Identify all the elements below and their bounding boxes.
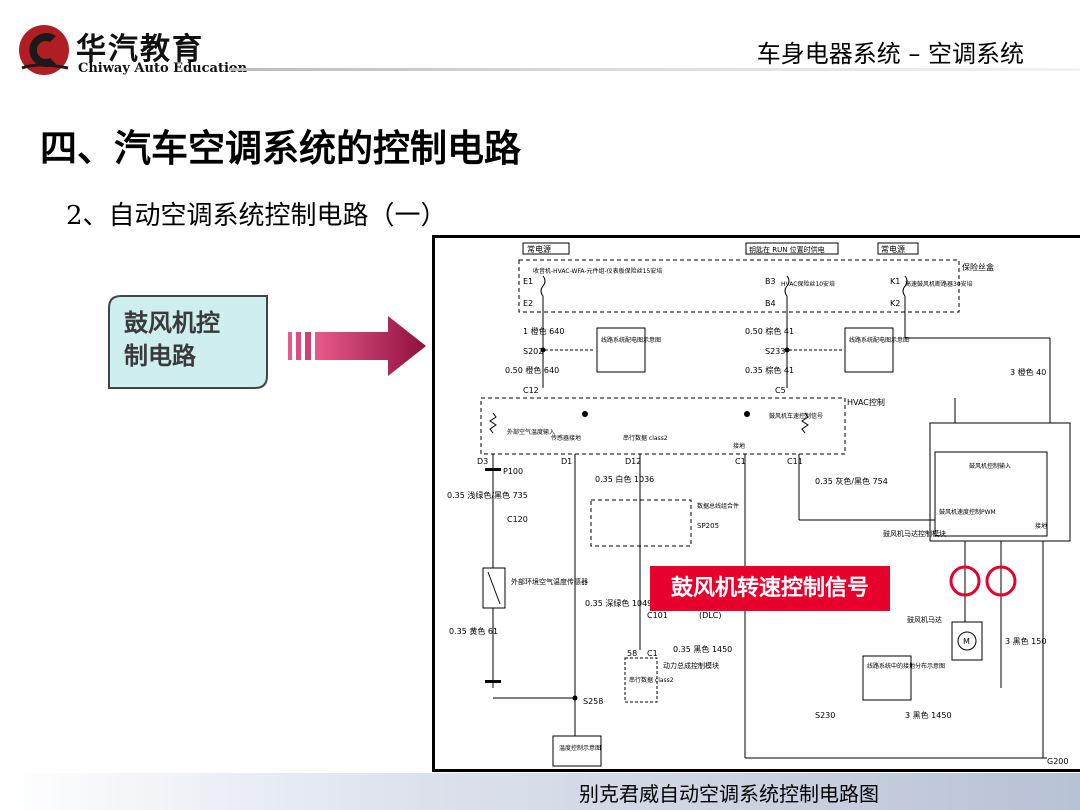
fuse-item-1: 收音机-HVAC-WFA-元件组-仪表板保险丝15安培: [533, 267, 662, 275]
highlight-circle-2: [985, 565, 1017, 597]
wire-1450-a: 0.35 黑色 1450: [673, 644, 732, 654]
fuse-item-2: HVAC保险丝10安培: [781, 280, 835, 288]
splice-s258: S258: [583, 697, 603, 706]
callout-text: 鼓风机控 制电路: [124, 307, 220, 373]
conn-c1: C1: [735, 457, 746, 466]
header-title: 车身电器系统 – 空调系统: [756, 40, 1024, 68]
ground-g200: G200: [1047, 757, 1068, 766]
ref-box-1: 线路系统配电图示意图: [601, 336, 661, 344]
pcm-serial-label: 串行数据 class2: [629, 676, 674, 684]
conn-c1-pcm: C1: [647, 649, 658, 658]
conn-c101: C101: [647, 611, 668, 620]
footer-bar: [0, 773, 1080, 810]
slide-subtitle: 2、自动空调系统控制电路（一）: [66, 201, 447, 231]
chiway-logo-icon: [19, 25, 69, 75]
wire-41-a: 0.50 棕色 41: [745, 326, 794, 336]
wire-1049: 0.35 深绿色 1049: [585, 598, 652, 608]
motor-label: 鼓风机马达: [907, 615, 942, 624]
callout-line-2: 制电路: [124, 342, 196, 370]
hvac-input-5: 鼓风机车速控制信号: [769, 412, 823, 420]
dlc-label: (DLC): [699, 611, 721, 620]
wire-40: 3 橙色 40: [1010, 367, 1046, 377]
ref-box-2: 线路系统配电图示意图: [849, 336, 909, 344]
fuse-pin-b4: B4: [765, 299, 776, 308]
wire-1036: 0.35 白色 1036: [595, 474, 654, 484]
diagram-caption: 别克君威自动空调系统控制电路图: [579, 782, 879, 806]
fuse-pin-e1: E1: [523, 277, 533, 286]
splice-ref-label: 数据总线组合件: [697, 502, 739, 510]
wire-150: 3 黑色 150: [1005, 636, 1046, 646]
conn-d12: D12: [625, 457, 641, 466]
fuse-box-label: 保险丝盒: [962, 262, 994, 272]
conn-d3: D3: [477, 457, 488, 466]
splice-s233: S233: [765, 347, 785, 356]
ground-ref-box: 线路系统中的接地分布示意图: [867, 662, 945, 670]
callout-line-1: 鼓风机控: [124, 309, 220, 337]
pcm-label: 动力总成控制模块: [663, 661, 719, 670]
blower-ground-label: 接地: [1035, 522, 1047, 530]
conn-d1: D1: [561, 457, 572, 466]
wire-61: 0.35 黄色 61: [449, 626, 498, 636]
conn-58: 58: [627, 649, 637, 658]
blower-pwm-label: 鼓风机速度控制PWM: [939, 508, 996, 516]
header-divider: [230, 68, 1080, 71]
conn-c11: C11: [787, 457, 803, 466]
splice-s230: S230: [815, 711, 835, 720]
highlight-circle-1: [949, 565, 981, 597]
conn-c5: C5: [775, 386, 786, 395]
conn-c12: C12: [523, 386, 539, 395]
conn-p100: P100: [503, 467, 523, 476]
logo: [16, 22, 72, 78]
hvac-module-label: HVAC控制: [847, 397, 885, 407]
fuse-pin-b3: B3: [765, 277, 776, 286]
hvac-input-4: 接地: [733, 442, 745, 450]
fuse-pin-k2: K2: [890, 299, 900, 308]
hvac-input-2: 传感器接地: [551, 434, 581, 442]
wire-754: 0.35 灰色/黑色 754: [815, 476, 888, 486]
circuit-diagram: 常电源 钥匙在 RUN 位置时供电 常电源 保险丝盒 收音机-HVAC-WFA-…: [432, 235, 1080, 772]
hot-label-3: 常电源: [881, 244, 905, 254]
callout-box: [108, 295, 268, 389]
hvac-input-1: 外部空气温度输入: [507, 428, 555, 436]
fuse-item-3: 高速鼓风机断路器30安培: [905, 280, 973, 288]
hvac-input-3: 串行数据 class2: [623, 434, 668, 442]
blower-module-label: 鼓风机马达控制模块: [883, 529, 946, 538]
splice-sp205: SP205: [697, 522, 719, 530]
wire-640-b: 0.50 橙色 640: [505, 365, 559, 375]
hot-label-1: 常电源: [527, 244, 551, 254]
motor-m-icon: M: [963, 637, 970, 646]
fuse-pin-e2: E2: [523, 299, 533, 308]
conn-c120: C120: [507, 515, 528, 524]
wire-640-a: 1 橙色 640: [523, 326, 564, 336]
blower-input-label: 鼓风机控制输入: [969, 462, 1011, 470]
blower-speed-signal-label: 鼓风机转速控制信号: [650, 566, 890, 611]
logo-text-cn: 华汽教育: [76, 32, 204, 67]
splice-s202: S202: [523, 347, 543, 356]
slide-title: 四、汽车空调系统的控制电路: [40, 126, 521, 170]
fuse-pin-k1: K1: [890, 277, 900, 286]
wiring-schematic: 常电源 钥匙在 RUN 位置时供电 常电源 保险丝盒 收音机-HVAC-WFA-…: [447, 242, 1071, 767]
wire-41-b: 0.35 棕色 41: [745, 365, 794, 375]
hot-label-2: 钥匙在 RUN 位置时供电: [749, 245, 825, 254]
right-arrow-icon: [288, 316, 426, 376]
temp-sensor-label: 外部环境空气温度传感器: [511, 577, 588, 586]
wire-735: 0.35 浅绿色/黑色 735: [447, 490, 528, 500]
temp-ref-box: 温度控制示意图: [559, 744, 601, 752]
logo-text-en: Chiway Auto Education: [78, 61, 248, 76]
wire-1450-b: 3 黑色 1450: [905, 710, 952, 720]
